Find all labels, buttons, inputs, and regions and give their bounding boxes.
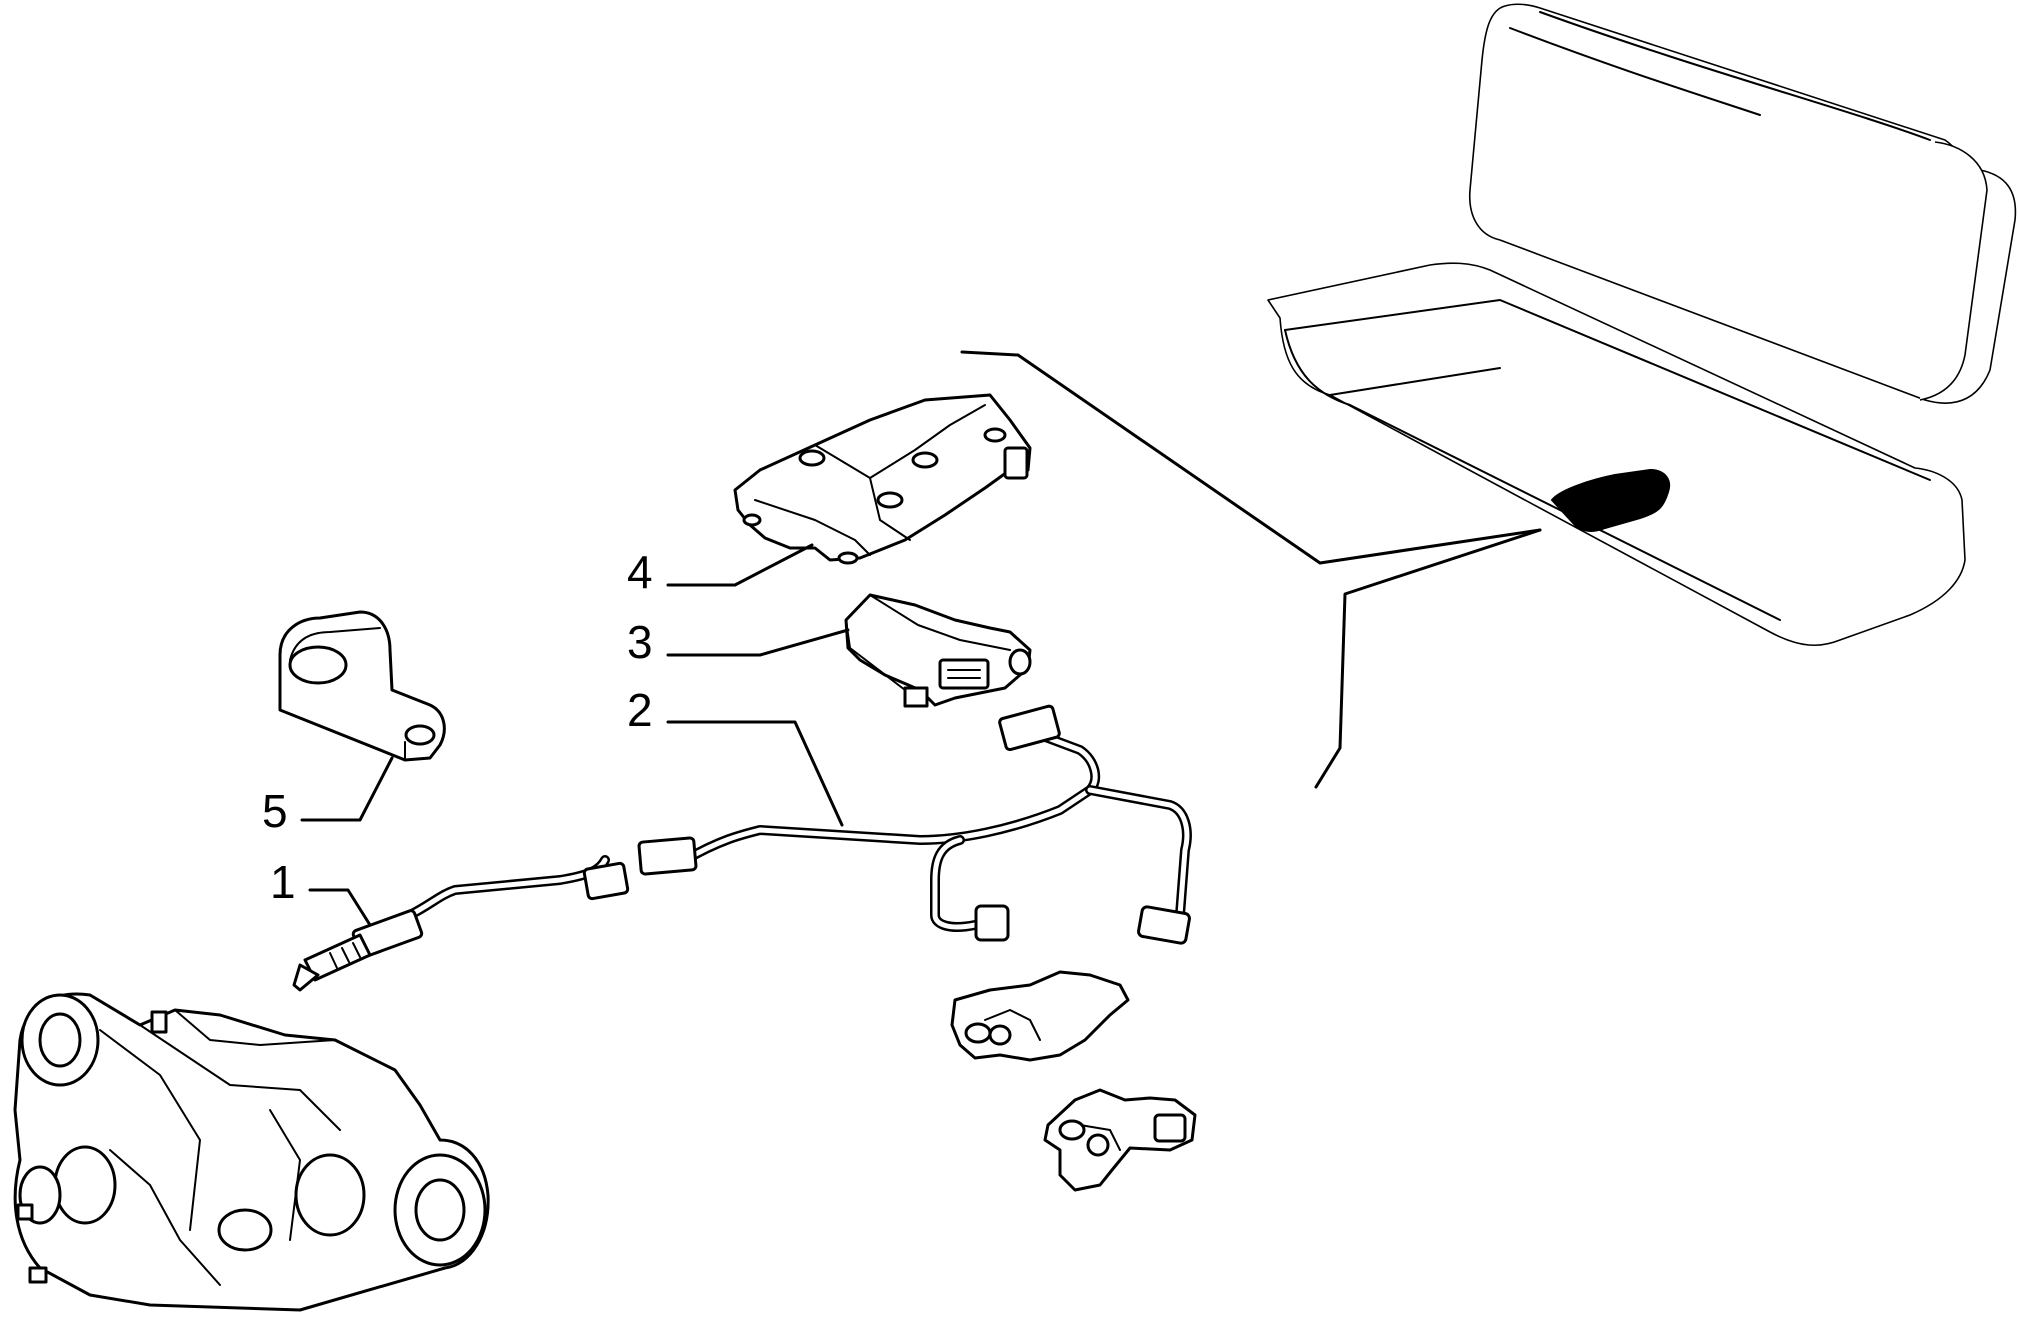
callout-5: 5 <box>262 785 288 837</box>
part-3-control-unit <box>844 593 1032 708</box>
leader-3 <box>666 628 850 657</box>
callout-4: 4 <box>627 546 653 598</box>
leader-1 <box>308 888 372 927</box>
part-5-clamp <box>278 610 446 762</box>
callout-3: 3 <box>627 616 653 668</box>
differential-housing <box>13 992 490 1312</box>
callout-labels: 1 2 3 4 5 <box>262 546 653 908</box>
part-2-wiring-harness <box>637 704 1192 945</box>
callout-leaders <box>300 543 850 927</box>
leader-5 <box>300 756 394 822</box>
switch-assembly-upper <box>950 970 1130 1062</box>
callout-1: 1 <box>270 856 296 908</box>
part-4-bracket <box>733 393 1032 565</box>
leader-2 <box>666 720 844 827</box>
leader-4 <box>666 543 814 587</box>
rear-seat-illustration <box>960 3 2017 789</box>
callout-2: 2 <box>627 684 653 736</box>
switch-assembly-lower <box>1043 1088 1197 1192</box>
part-1-sensor <box>292 855 630 992</box>
